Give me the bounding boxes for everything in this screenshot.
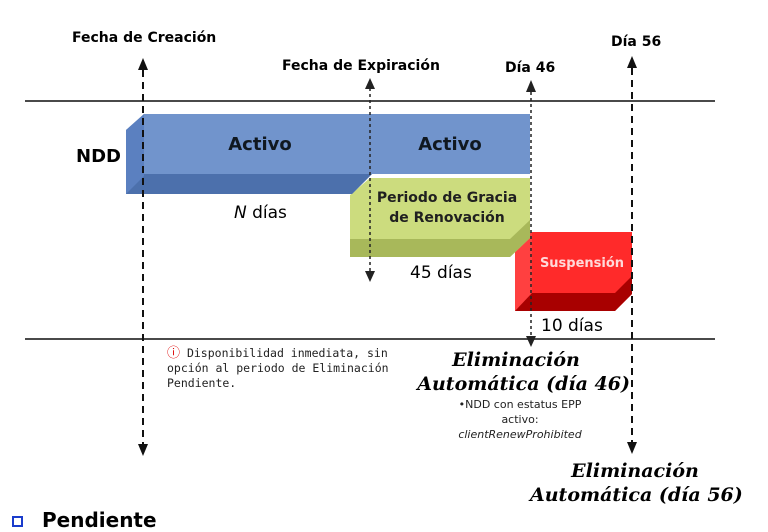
eliminacion-56-title: Eliminación Automática (día 56) <box>530 459 743 507</box>
suspension-label: Suspensión <box>539 256 625 271</box>
dia46-label: Día 46 <box>505 60 556 76</box>
eliminacion-46-note2: activo: <box>501 413 539 426</box>
availability-note-line1: ⓘ Disponibilidad inmediata, sin <box>167 346 412 361</box>
gracia-label-line1: Periodo de Gracia <box>376 190 518 206</box>
dia46-arrow-up-icon <box>526 80 536 92</box>
n-variable: N <box>234 203 247 223</box>
eliminacion-46-note1: •NDD con estatus EPP <box>458 398 582 411</box>
n-dias-label: N días <box>234 203 287 223</box>
availability-note-line3: Pendiente. <box>167 376 237 390</box>
dias45-label: 45 días <box>410 263 472 283</box>
fecha-expiracion-label: Fecha de Expiración <box>282 58 440 74</box>
activo-label-2: Activo <box>418 134 482 155</box>
expiration-arrow-down-icon <box>365 271 375 282</box>
eliminacion-46-note: •NDD con estatus EPP activo: clientRenew… <box>425 397 615 442</box>
gracia-box <box>350 178 530 257</box>
n-dias-text: días <box>246 203 287 223</box>
gracia-label: Periodo de Gracia de Renovación <box>362 188 532 228</box>
eliminacion-56-line2: Automática (día 56) <box>530 484 743 506</box>
footer-text: Pendiente <box>42 508 157 532</box>
availability-note-line2: opción al periodo de Eliminación <box>167 361 389 375</box>
footer-bullet-icon <box>12 516 23 527</box>
eliminacion-46-line2: Automática (día 46) <box>417 373 630 395</box>
eliminacion-46-title: Eliminación Automática (día 46) <box>402 348 630 396</box>
dia56-arrow-down-icon <box>627 442 637 454</box>
activo-bar <box>126 114 530 194</box>
eliminacion-46-note3: clientRenewProhibited <box>458 428 582 441</box>
eliminacion-46-line1: Eliminación <box>452 349 580 371</box>
availability-note-text1: Disponibilidad inmediata, sin <box>186 346 388 360</box>
suspension-box <box>515 232 632 311</box>
activo-label-1: Activo <box>228 134 292 155</box>
gracia-label-line2: de Renovación <box>389 210 505 226</box>
creation-arrow-up-icon <box>138 58 148 70</box>
eliminacion-56-line1: Eliminación <box>571 460 699 482</box>
dia56-arrow-up-icon <box>627 56 637 68</box>
ndd-label: NDD <box>76 146 121 167</box>
dia46-arrow-down-icon <box>526 336 536 347</box>
expiration-arrow-up-icon <box>365 78 375 89</box>
creation-arrow-down-icon <box>138 444 148 456</box>
availability-note: ⓘ Disponibilidad inmediata, sin opción a… <box>167 346 412 391</box>
info-icon: ⓘ <box>167 346 181 361</box>
dia56-label: Día 56 <box>611 34 662 50</box>
dias10-label: 10 días <box>541 316 603 336</box>
bottom-rule <box>25 338 715 340</box>
fecha-creacion-label: Fecha de Creación <box>72 30 217 46</box>
